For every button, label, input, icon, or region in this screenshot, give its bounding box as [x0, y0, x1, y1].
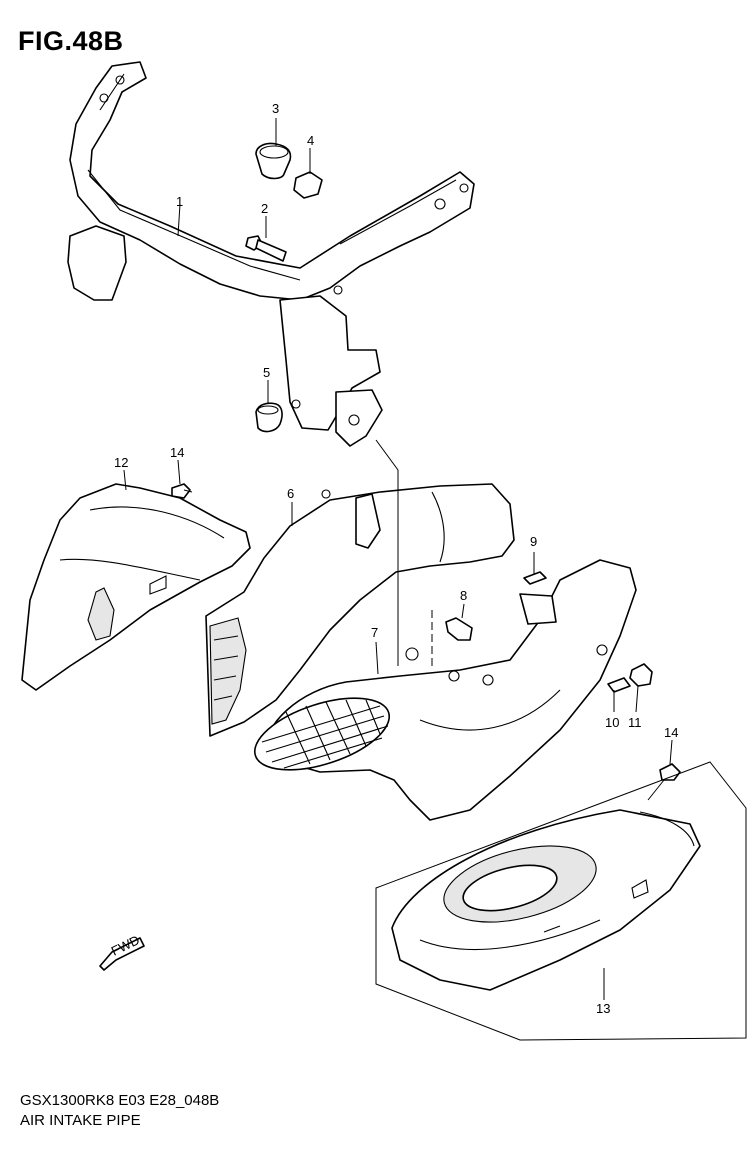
callout-14-lower: 14 — [664, 725, 678, 740]
callout-3: 3 — [272, 101, 279, 116]
callout-1: 1 — [176, 194, 183, 209]
part-9-clip — [523, 571, 547, 585]
part-7-intake-pipe — [253, 559, 637, 821]
part-13-lower-cover — [375, 761, 747, 1041]
part-4-collar — [293, 171, 323, 199]
figure-footer: GSX1300RK8 E03 E28_048B AIR INTAKE PIPE — [20, 1091, 219, 1131]
callout-14-upper: 14 — [170, 445, 184, 460]
leader-lines — [123, 118, 673, 1000]
part-10-clip — [607, 677, 631, 693]
section-name: AIR INTAKE PIPE — [20, 1112, 141, 1129]
callout-12: 12 — [114, 455, 128, 470]
fwd-arrow: FWD — [99, 932, 145, 971]
intake-mesh — [261, 699, 389, 769]
callout-5: 5 — [263, 365, 270, 380]
part-14-screw-lower — [659, 763, 681, 781]
part-1-fairing-bracket — [67, 61, 475, 447]
callout-9: 9 — [530, 534, 537, 549]
callout-13: 13 — [596, 1001, 610, 1016]
callout-labels: 1 2 3 4 5 6 7 8 9 10 11 12 13 14 14 — [114, 101, 678, 1016]
part-3-grommet — [255, 142, 292, 180]
part-12-inner-panel — [21, 483, 251, 691]
callout-6: 6 — [287, 486, 294, 501]
part-6-air-duct — [205, 483, 515, 737]
part-5-grommet — [255, 402, 283, 433]
part-2-bolt — [245, 235, 287, 262]
part-8-screw — [445, 617, 473, 641]
part-11-nut — [629, 663, 653, 687]
callout-8: 8 — [460, 588, 467, 603]
callout-4: 4 — [307, 133, 314, 148]
model-code: GSX1300RK8 E03 E28_048B — [20, 1092, 220, 1109]
part-14-screw-upper — [171, 483, 193, 499]
figure-title: FIG.48B — [18, 26, 124, 56]
callout-7: 7 — [371, 625, 378, 640]
callout-11: 11 — [628, 715, 642, 730]
callout-10: 10 — [605, 715, 619, 730]
callout-2: 2 — [261, 201, 268, 216]
